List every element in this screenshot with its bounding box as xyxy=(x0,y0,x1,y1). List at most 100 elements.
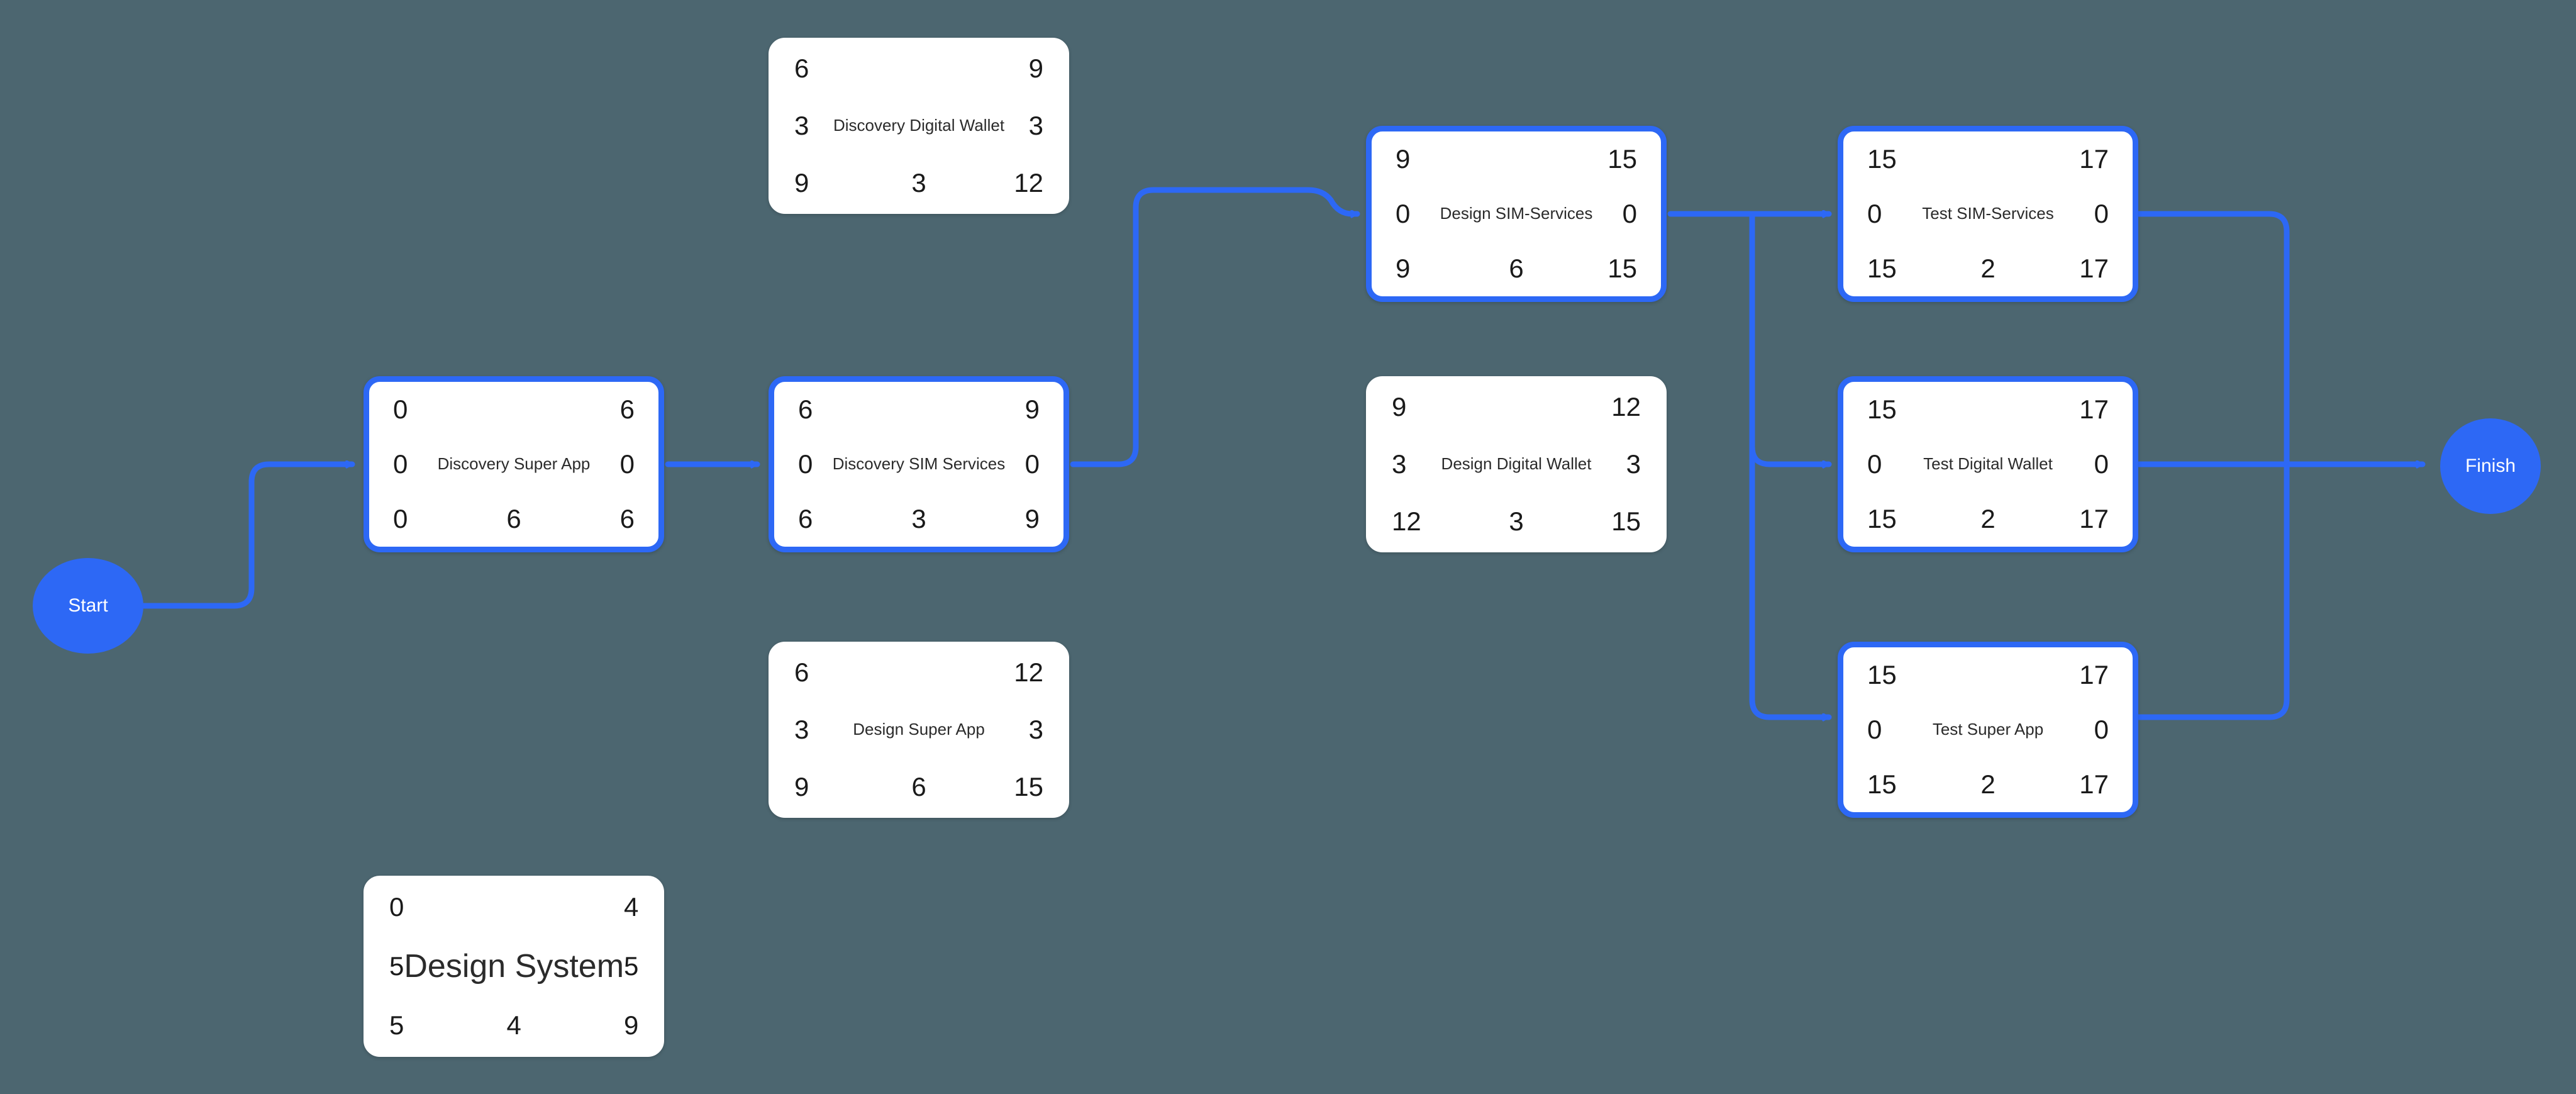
slack-right-value: 3 xyxy=(1028,110,1043,140)
late-start-value: 5 xyxy=(389,1010,404,1040)
slack-left-value: 3 xyxy=(794,714,809,744)
early-finish-value: 6 xyxy=(619,394,635,424)
activity-title: Design System xyxy=(404,948,625,985)
slack-right-value: 0 xyxy=(2094,714,2109,744)
late-finish-value: 15 xyxy=(1607,254,1637,284)
early-start-value: 6 xyxy=(798,394,813,424)
late-finish-value: 15 xyxy=(1014,772,1043,802)
late-start-value: 9 xyxy=(1396,254,1411,284)
slack-right-value: 3 xyxy=(1626,449,1641,479)
start-node-label: Start xyxy=(68,595,108,616)
slack-left-value: 0 xyxy=(1867,714,1882,744)
activity-node-discovery-sim-services[interactable]: 6 9 0 Discovery SIM Services 0 6 3 9 xyxy=(769,376,1069,552)
late-finish-value: 9 xyxy=(1024,504,1040,534)
slack-right-value: 0 xyxy=(1622,198,1637,228)
early-finish-value: 17 xyxy=(2079,659,2109,689)
early-start-value: 15 xyxy=(1867,143,1897,174)
late-finish-value: 17 xyxy=(2079,254,2109,284)
slack-left-value: 0 xyxy=(1867,449,1882,479)
early-start-value: 6 xyxy=(794,53,809,83)
early-start-value: 9 xyxy=(1396,143,1411,174)
duration-value: 6 xyxy=(911,772,926,802)
duration-value: 6 xyxy=(506,504,521,534)
late-finish-value: 17 xyxy=(2079,769,2109,800)
activity-title: Test Digital Wallet xyxy=(1923,454,2053,474)
early-finish-value: 17 xyxy=(2079,143,2109,174)
activity-title: Discovery SIM Services xyxy=(832,454,1006,474)
finish-node-label: Finish xyxy=(2465,455,2516,476)
late-start-value: 12 xyxy=(1392,506,1421,537)
late-finish-value: 17 xyxy=(2079,504,2109,534)
activity-node-design-sim-services[interactable]: 9 15 0 Design SIM-Services 0 9 6 15 xyxy=(1366,126,1667,302)
early-finish-value: 9 xyxy=(1028,53,1043,83)
late-start-value: 15 xyxy=(1867,769,1897,800)
activity-title: Test Super App xyxy=(1932,720,2044,739)
early-start-value: 0 xyxy=(389,892,404,922)
edge-trunk-to-test-digital-wallet xyxy=(1749,444,1832,464)
activity-node-design-super-app[interactable]: 6 12 3 Design Super App 3 9 6 15 xyxy=(769,642,1069,818)
duration-value: 3 xyxy=(911,504,926,534)
duration-value: 6 xyxy=(1509,254,1524,284)
early-finish-value: 4 xyxy=(624,892,639,922)
activity-node-design-digital-wallet[interactable]: 9 12 3 Design Digital Wallet 3 12 3 15 xyxy=(1366,376,1667,552)
duration-value: 3 xyxy=(1509,506,1524,537)
late-start-value: 6 xyxy=(798,504,813,534)
late-start-value: 0 xyxy=(393,504,408,534)
early-start-value: 9 xyxy=(1392,391,1407,421)
slack-right-value: 5 xyxy=(624,951,639,981)
duration-value: 2 xyxy=(1980,504,1996,534)
edge-test-super-app-to-finish xyxy=(2130,461,2290,720)
edge-discovery-sim-services-to-design-sim-services xyxy=(1070,187,1360,467)
edge-trunk-down-to-test-nodes xyxy=(1749,211,1832,717)
duration-value: 2 xyxy=(1980,769,1996,800)
late-start-value: 9 xyxy=(794,168,809,198)
activity-title: Design SIM-Services xyxy=(1440,204,1593,223)
slack-left-value: 0 xyxy=(1396,198,1411,228)
slack-right-value: 0 xyxy=(1024,449,1040,479)
start-node[interactable]: Start xyxy=(33,558,143,654)
early-start-value: 0 xyxy=(393,394,408,424)
edge-start-to-discovery-super-app xyxy=(140,464,355,609)
slack-right-value: 0 xyxy=(619,449,635,479)
activity-node-test-digital-wallet[interactable]: 15 17 0 Test Digital Wallet 0 15 2 17 xyxy=(1838,376,2138,552)
slack-right-value: 0 xyxy=(2094,198,2109,228)
activity-title: Test SIM-Services xyxy=(1922,204,2054,223)
slack-left-value: 0 xyxy=(1867,198,1882,228)
activity-title: Design Super App xyxy=(853,720,985,739)
late-finish-value: 12 xyxy=(1014,168,1043,198)
activity-title: Discovery Digital Wallet xyxy=(833,116,1005,135)
slack-left-value: 3 xyxy=(1392,449,1407,479)
slack-left-value: 0 xyxy=(798,449,813,479)
early-start-value: 15 xyxy=(1867,659,1897,689)
early-finish-value: 9 xyxy=(1024,394,1040,424)
early-start-value: 6 xyxy=(794,657,809,687)
activity-node-test-sim-services[interactable]: 15 17 0 Test SIM-Services 0 15 2 17 xyxy=(1838,126,2138,302)
duration-value: 4 xyxy=(506,1010,521,1040)
early-start-value: 15 xyxy=(1867,394,1897,424)
activity-title: Design Digital Wallet xyxy=(1441,454,1592,474)
duration-value: 3 xyxy=(911,168,926,198)
slack-left-value: 5 xyxy=(389,951,404,981)
finish-node[interactable]: Finish xyxy=(2440,418,2541,514)
activity-title: Discovery Super App xyxy=(437,454,591,474)
slack-left-value: 3 xyxy=(794,110,809,140)
duration-value: 2 xyxy=(1980,254,1996,284)
edge-test-sim-services-to-finish xyxy=(2130,211,2290,467)
slack-right-value: 0 xyxy=(2094,449,2109,479)
late-finish-value: 15 xyxy=(1611,506,1641,537)
activity-node-discovery-digital-wallet[interactable]: 6 9 3 Discovery Digital Wallet 3 9 3 12 xyxy=(769,38,1069,214)
late-finish-value: 6 xyxy=(619,504,635,534)
activity-node-test-super-app[interactable]: 15 17 0 Test Super App 0 15 2 17 xyxy=(1838,642,2138,818)
late-start-value: 15 xyxy=(1867,504,1897,534)
early-finish-value: 17 xyxy=(2079,394,2109,424)
late-start-value: 9 xyxy=(794,772,809,802)
slack-right-value: 3 xyxy=(1028,714,1043,744)
early-finish-value: 12 xyxy=(1611,391,1641,421)
early-finish-value: 15 xyxy=(1607,143,1637,174)
early-finish-value: 12 xyxy=(1014,657,1043,687)
late-finish-value: 9 xyxy=(624,1010,639,1040)
late-start-value: 15 xyxy=(1867,254,1897,284)
